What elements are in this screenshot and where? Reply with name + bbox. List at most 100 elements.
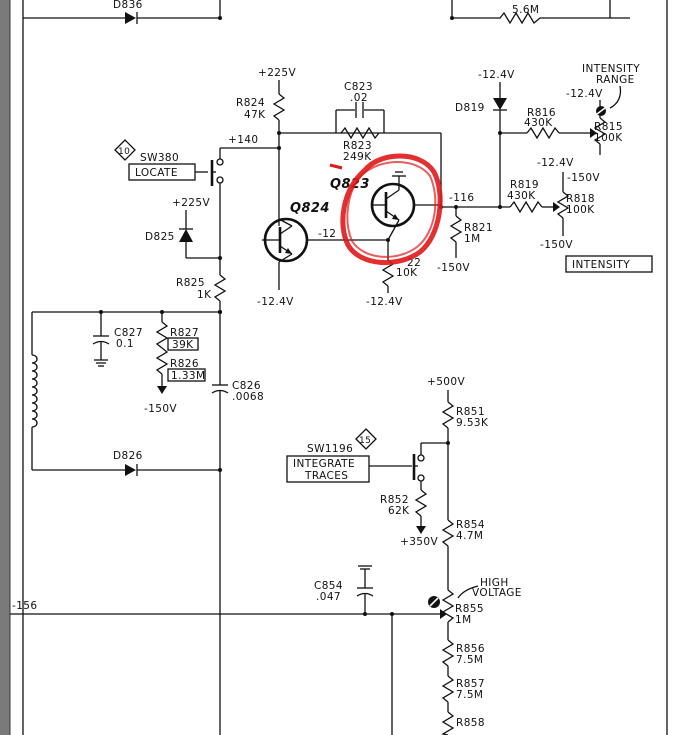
label-c826: C826 <box>232 380 261 392</box>
c826-capacitor <box>211 384 229 735</box>
sw380-switch <box>210 147 279 275</box>
label-minus124-r818: -12.4V <box>537 157 574 169</box>
label-v12: -12 <box>318 228 336 240</box>
label-plus225-top: +225V <box>258 67 296 79</box>
label-ref15: 15 <box>359 436 371 446</box>
label-sw380: SW380 <box>140 152 179 164</box>
r819-resistor <box>509 200 560 214</box>
label-r822-value: 10K <box>396 267 418 279</box>
label-r827: R827 <box>170 327 199 339</box>
label-r826: R826 <box>170 358 199 370</box>
label-r855: R855 <box>455 603 484 615</box>
label-r856: R856 <box>456 643 485 655</box>
r827-value-box <box>167 337 199 351</box>
label-q824: Q824 <box>290 201 330 216</box>
label-r821-value: 1M <box>464 233 481 245</box>
label-r851: R851 <box>456 406 485 418</box>
minus156-line <box>10 609 447 735</box>
label-r854: R854 <box>456 519 485 531</box>
label-minus150-r821: -150V <box>437 262 470 274</box>
label-r815: R815 <box>594 121 623 133</box>
label-r854-value: 4.7M <box>456 530 483 542</box>
label-high: HIGH <box>480 577 509 589</box>
label-voltage: VOLTAGE <box>472 587 522 599</box>
label-integrate: INTEGRATE <box>293 458 355 470</box>
label-r823: R823 <box>343 140 372 152</box>
ref-diamond-10 <box>114 139 136 161</box>
label-minus150-r818-top: -150V <box>567 172 600 184</box>
label-intensity: INTENSITY <box>572 259 630 271</box>
label-c823-value: .02 <box>350 92 368 104</box>
r816-resistor <box>500 126 597 140</box>
label-minus124-d819: -12.4V <box>478 69 515 81</box>
high-voltage-arrow <box>457 585 479 599</box>
red-annotation-circle <box>329 153 443 265</box>
integrate-traces-box <box>286 455 370 483</box>
label-r858: R858 <box>456 717 485 729</box>
sw1196-switch <box>412 442 448 534</box>
label-minus124-r815: -12.4V <box>566 88 603 100</box>
label-c826-value: .0068 <box>232 391 264 403</box>
q823-transistor <box>370 171 510 260</box>
top-partial-section <box>23 0 630 25</box>
label-c854-value: .047 <box>316 591 341 603</box>
label-r-top-value: 5.6M <box>512 4 539 16</box>
ref-diamond-15 <box>355 428 377 450</box>
label-v140: +140 <box>228 134 258 146</box>
label-c854: C854 <box>314 580 343 592</box>
r825-resistor <box>213 274 227 385</box>
label-r821: R821 <box>464 222 493 234</box>
label-c827: C827 <box>114 327 143 339</box>
label-c823: C823 <box>344 81 373 93</box>
d819-diode <box>493 82 507 209</box>
r821-resistor <box>449 205 463 258</box>
label-d826: D826 <box>113 450 143 462</box>
r818-pot <box>556 172 570 236</box>
c854-capacitor <box>356 565 374 614</box>
label-r819-value: 430K <box>507 190 536 202</box>
r851-resistor <box>441 390 455 520</box>
label-locate: LOCATE <box>135 167 178 179</box>
r815-pot <box>593 100 607 155</box>
r826-value-box <box>167 368 206 382</box>
label-r826-value: 1.33M <box>171 370 205 382</box>
label-r818: R818 <box>566 193 595 205</box>
label-r824-value: 47K <box>244 109 266 121</box>
r855-pot <box>428 589 455 640</box>
label-ref10: 10 <box>118 147 130 157</box>
label-plus500: +500V <box>427 376 465 388</box>
r856-r857-r858-chain <box>441 639 455 735</box>
label-r856-value: 7.5M <box>456 654 483 666</box>
label-sw1196: SW1196 <box>307 443 353 455</box>
intensity-range-arrow <box>609 85 622 109</box>
label-r825-value: 1K <box>197 289 212 301</box>
label-r827-value: 39K <box>172 339 194 351</box>
label-r857-value: 7.5M <box>456 689 483 701</box>
r824-resistor <box>272 80 286 226</box>
label-r823-value: 249K <box>343 151 372 163</box>
label-r825: R825 <box>176 277 205 289</box>
label-intensity-range-2: RANGE <box>596 74 635 86</box>
label-c827-value: 0.1 <box>116 338 134 350</box>
label-d836: D836 <box>113 0 143 11</box>
label-r855-value: 1M <box>455 614 472 626</box>
label-v156: -156 <box>12 600 37 612</box>
label-r824: R824 <box>236 97 265 109</box>
label-r852: R852 <box>380 494 409 506</box>
r854-resistor <box>441 519 455 590</box>
label-q823: Q823 <box>330 177 370 192</box>
label-minus124-q823: -12.4V <box>366 296 403 308</box>
label-intensity-range-1: INTENSITY <box>582 63 640 75</box>
label-r816: R816 <box>527 107 556 119</box>
label-r819: R819 <box>510 179 539 191</box>
label-minus150-r818: -150V <box>540 239 573 251</box>
left-coil-section <box>31 310 222 471</box>
label-d825: D825 <box>145 231 175 243</box>
intensity-box <box>565 255 653 273</box>
label-r851-value: 9.53K <box>456 417 489 429</box>
label-r818-value: 100K <box>566 204 595 216</box>
label-minus150-left: -150V <box>144 403 177 415</box>
label-r815-value: 100K <box>594 132 623 144</box>
label-d819: D819 <box>455 102 485 114</box>
